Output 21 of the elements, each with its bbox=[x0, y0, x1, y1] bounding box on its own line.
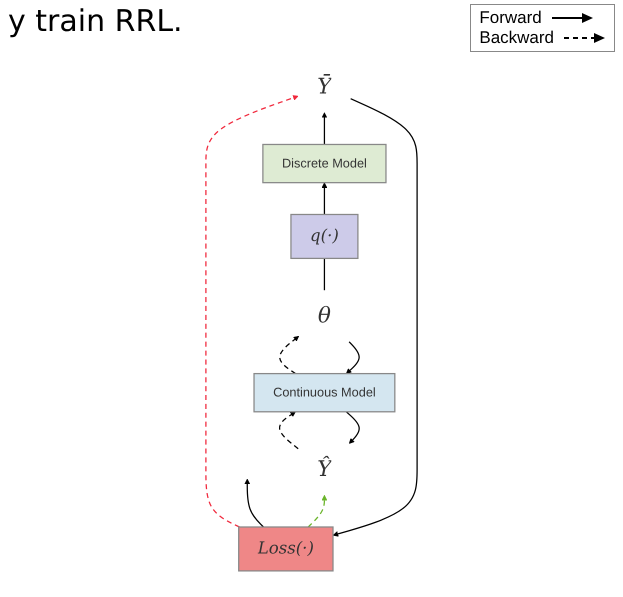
arrow bbox=[308, 494, 328, 528]
node-box: Continuous Model bbox=[253, 372, 396, 412]
arrow bbox=[332, 98, 418, 537]
node-box: Discrete Model bbox=[262, 144, 387, 184]
node-text: Ȳ bbox=[317, 74, 332, 100]
node-text: θ bbox=[318, 302, 331, 328]
arrow bbox=[244, 478, 264, 528]
arrow bbox=[346, 341, 360, 374]
caption-text: y train RRL. bbox=[8, 4, 183, 39]
node-text: Ŷ bbox=[317, 456, 332, 482]
arrow bbox=[346, 411, 360, 444]
node-box: Loss(·) bbox=[238, 526, 334, 572]
arrow bbox=[279, 336, 300, 374]
arrow bbox=[278, 412, 299, 450]
legend-text: Backward bbox=[479, 28, 554, 48]
connector bbox=[324, 258, 326, 290]
legend-text: Forward bbox=[479, 8, 542, 28]
node-box: q(·) bbox=[290, 214, 359, 260]
arrow bbox=[322, 112, 328, 144]
arrow bbox=[205, 95, 298, 528]
arrow bbox=[322, 182, 328, 214]
